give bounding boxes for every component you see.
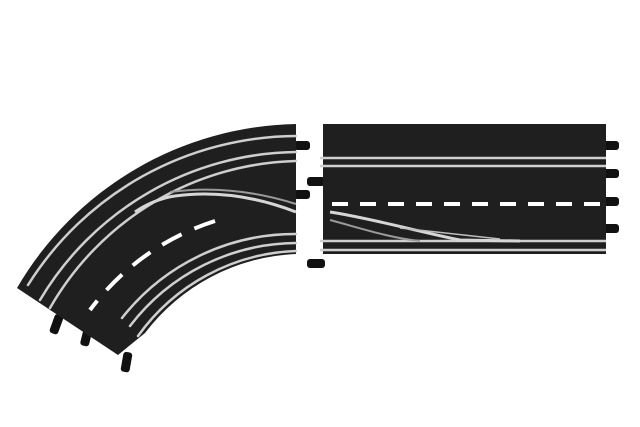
connector-peg xyxy=(307,177,325,186)
connector-pegs-straight-left xyxy=(307,177,325,268)
rail xyxy=(26,134,298,287)
connector-pegs-curved-right xyxy=(294,141,310,199)
connector-peg xyxy=(603,197,619,206)
connector-peg xyxy=(603,141,619,150)
lane-change-rail xyxy=(399,227,501,240)
connector-pegs-straight-right xyxy=(603,141,619,233)
rail xyxy=(136,249,298,338)
connector-peg xyxy=(603,169,619,178)
connector-peg xyxy=(603,224,619,233)
curved-track-surface xyxy=(17,124,296,355)
connector-peg xyxy=(294,141,310,150)
lane-change-rail xyxy=(134,192,297,214)
curved-rails xyxy=(26,134,298,338)
lane-change-rail xyxy=(169,188,297,205)
straight-track-piece xyxy=(307,124,619,268)
rail xyxy=(128,241,298,328)
connector-peg xyxy=(294,190,310,199)
center-dashed-line xyxy=(88,219,216,312)
curved-track-piece xyxy=(17,124,310,373)
rail xyxy=(38,150,298,302)
connector-peg xyxy=(307,259,325,268)
lane-change-rail xyxy=(329,219,421,242)
connector-peg xyxy=(120,351,133,373)
connector-peg xyxy=(49,314,64,335)
lane-change-rail xyxy=(329,210,521,243)
rail xyxy=(120,232,298,320)
straight-track-surface xyxy=(323,124,606,254)
